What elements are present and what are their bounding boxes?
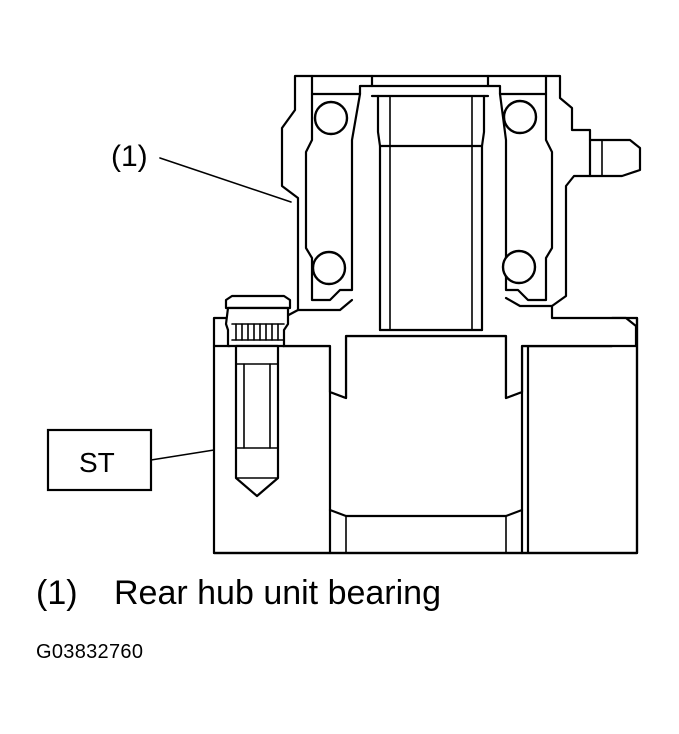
- st-label-box: [46, 428, 153, 492]
- ball-lower-left: [311, 250, 347, 286]
- legend-text: Rear hub unit bearing: [114, 574, 442, 612]
- figure-code: G03832760: [36, 641, 144, 663]
- hub-bolt: [224, 294, 292, 498]
- legend-number: (1): [36, 574, 78, 612]
- ball-lower-right: [501, 249, 537, 285]
- st-label-text: ST: [79, 447, 115, 478]
- callout-1-leader: [159, 157, 292, 203]
- legend-caption: (1) Rear hub unit bearing: [36, 574, 441, 613]
- bearing-balls: [311, 99, 538, 286]
- st-leader: [150, 449, 215, 461]
- ball-upper-right: [502, 99, 538, 135]
- callout-1-label: (1): [111, 140, 148, 173]
- ball-upper-left: [313, 100, 349, 136]
